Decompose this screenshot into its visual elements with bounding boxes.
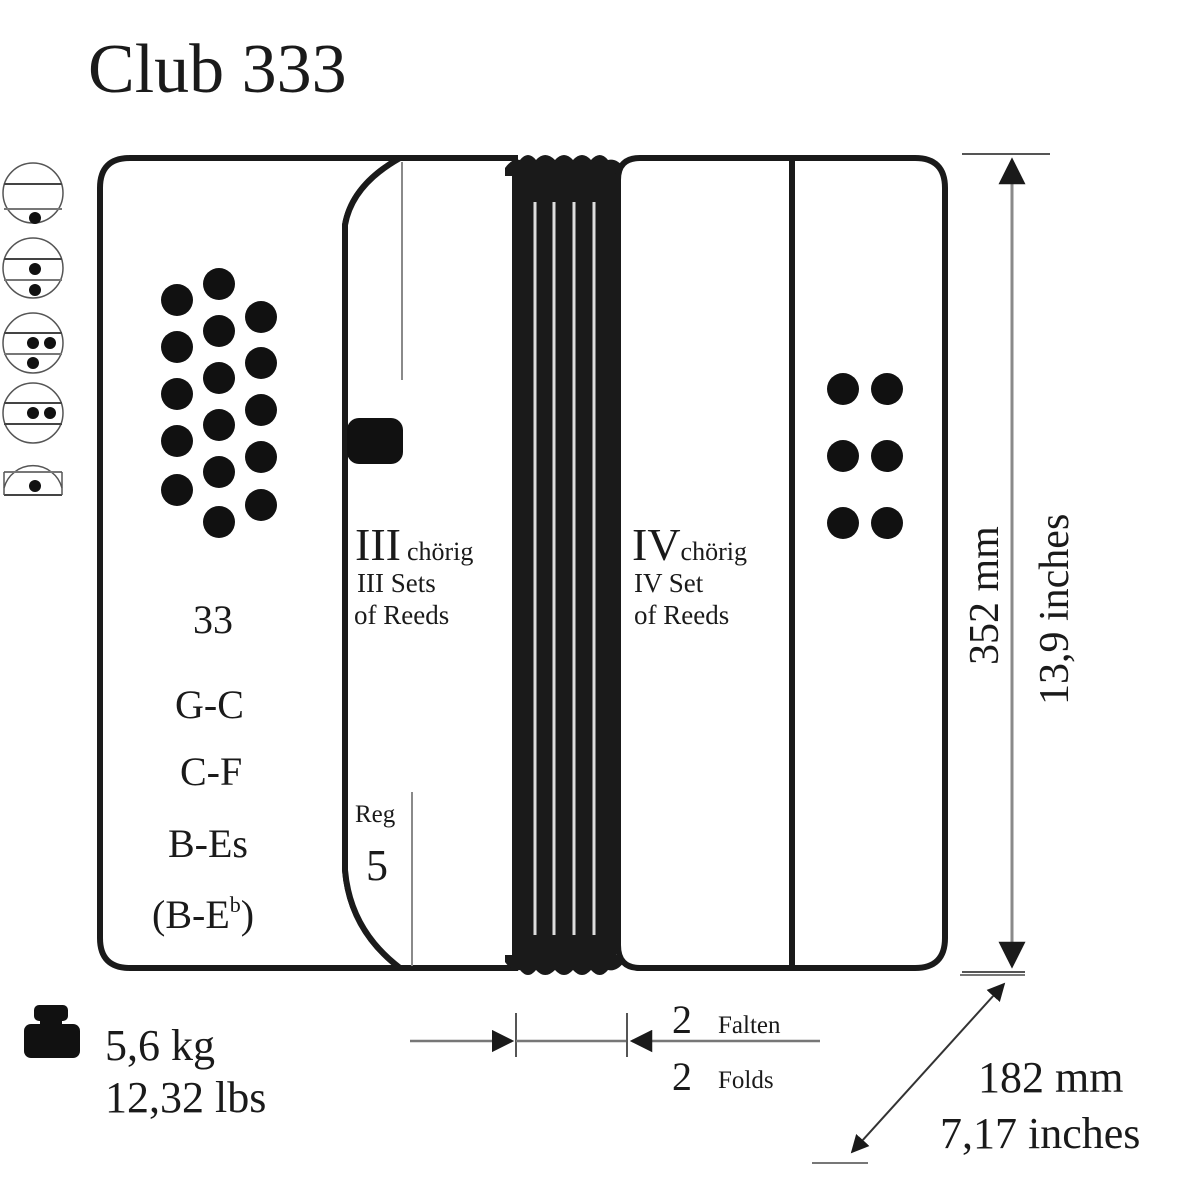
folds-en-label: Folds [718,1067,774,1094]
weight-info: 5,6 kg 12,32 lbs [24,1005,266,1122]
weight-lbs: 12,32 lbs [105,1073,266,1122]
register-switch [347,418,403,464]
depth-dimension: 182 mm 7,17 inches [812,974,1140,1164]
height-mm: 352 mm [962,526,1008,665]
folds-de-number: 2 [672,997,692,1042]
depth-inches: 7,17 inches [940,1109,1140,1158]
register-5-icon [3,464,63,496]
register-count: 5 [366,841,388,890]
bass-reeds-en-1: IV Set [634,568,704,598]
bass-reeds-en-2: of Reeds [634,600,729,630]
tuning-2: C-F [180,749,242,794]
treble-reeds-en-2: of Reeds [354,600,449,630]
bass-body [615,155,948,971]
register-icons [2,162,64,496]
register-4-icon [2,382,64,444]
weight-icon [24,1005,80,1058]
register-3-icon [2,312,64,374]
tuning-3: B-Es [168,821,248,866]
bellows [505,155,624,975]
tuning-1: G-C [175,682,244,727]
folds-en-number: 2 [672,1054,692,1099]
register-2-icon [2,237,64,299]
folds-dimension: 2 Falten 2 Folds [410,997,820,1099]
tuning-alt: (B-Eb) [152,892,254,937]
treble-buttons [161,268,277,538]
page-title: Club 333 [88,31,347,108]
height-dimension: 352 mm 13,9 inches [962,153,1078,973]
register-1-icon [2,162,64,224]
depth-mm: 182 mm [978,1053,1123,1102]
register-label: Reg [355,801,396,828]
bass-buttons [827,373,903,539]
folds-de-label: Falten [718,1012,781,1039]
treble-reeds-en-1: III Sets [357,568,436,598]
button-count: 33 [193,597,233,642]
bass-reeds-heading: IVchörig [632,519,747,570]
weight-kg: 5,6 kg [105,1021,215,1070]
height-inches: 13,9 inches [1032,514,1078,705]
